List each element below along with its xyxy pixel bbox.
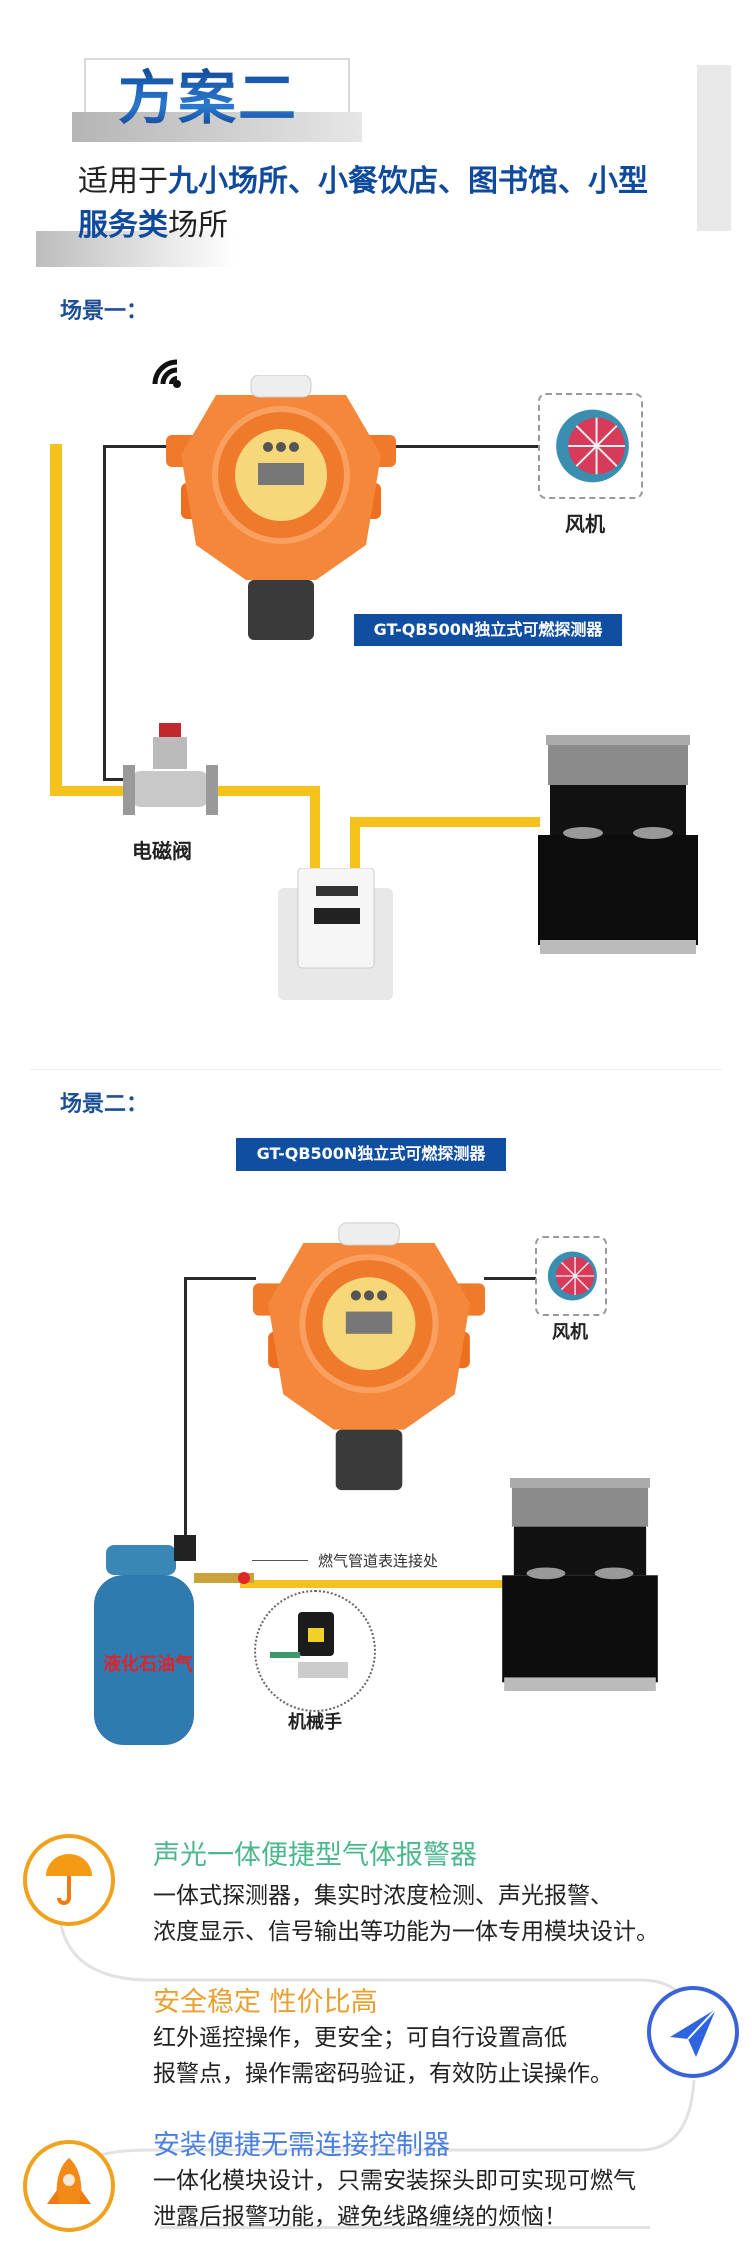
paper-plane-icon — [670, 2008, 717, 2057]
gas-pipe — [310, 786, 320, 876]
subtitle-highlight: 九小场所、小餐饮店、图书馆、小型 — [168, 164, 648, 199]
page-title: 方案二 — [118, 58, 298, 138]
rocket-icon — [47, 2158, 91, 2204]
feature-1-line1: 一体式探测器，集实时浓度检测、声光报警、 — [153, 1883, 613, 1909]
feature-1-line2: 浓度显示、信号输出等功能为一体专用模块设计。 — [153, 1919, 659, 1945]
feature-1-badge — [23, 1834, 115, 1926]
decor-bar-right — [697, 65, 731, 231]
feature-2-title: 安全稳定 性价比高 — [153, 1987, 378, 2018]
signal-wire — [184, 1277, 256, 1280]
decor-bar-left — [36, 231, 236, 267]
title-underbar — [72, 112, 362, 142]
lpg-cylinder-image — [94, 1535, 254, 1745]
subtitle-suffix: 场所 — [168, 208, 228, 243]
fan-icon — [556, 409, 629, 483]
feature-1-title: 声光一体便捷型气体报警器 — [153, 1840, 477, 1871]
stove-image — [502, 1478, 658, 1692]
feature-3-line1: 一体化模块设计，只需安装探头即可实现可燃气 — [153, 2168, 636, 2194]
feature-2-line1: 红外遥控操作，更安全；可自行设置高低 — [153, 2025, 567, 2051]
wifi-icon — [152, 359, 181, 388]
gas-pipe — [240, 1580, 505, 1588]
gas-meter-image — [278, 868, 393, 1000]
gas-pipe — [350, 817, 360, 877]
umbrella-icon — [46, 1854, 92, 1905]
manipulator-label: 机械手 — [288, 1712, 342, 1733]
scene2-label: 场景二： — [60, 1092, 149, 1117]
gas-pipe — [50, 444, 62, 796]
subtitle: 适用于九小场所、小餐饮店、图书馆、小型服务类场所 — [78, 160, 698, 248]
divider — [160, 2226, 650, 2229]
signal-wire — [103, 445, 168, 448]
solenoid-valve-image — [123, 723, 218, 815]
feature-3-badge — [23, 2140, 115, 2232]
feature-2-line2: 报警点，操作需密码验证，有效防止误操作。 — [153, 2061, 613, 2087]
signal-wire — [184, 1277, 187, 1535]
fan-label: 风机 — [552, 1322, 588, 1343]
subtitle-highlight-2: 服务类 — [78, 208, 168, 243]
cylinder-label: 液化石油气 — [103, 1654, 193, 1675]
stove-image — [538, 735, 698, 954]
subtitle-prefix: 适用于 — [78, 164, 168, 199]
leader-line — [252, 1560, 308, 1561]
gas-detector-image — [166, 375, 396, 640]
detector-banner: GT-QB500N独立式可燃探测器 — [354, 614, 622, 646]
manipulator-image — [270, 1612, 348, 1678]
scene1-label: 场景一： — [60, 299, 149, 324]
feature-3-line2: 泄露后报警功能，避免线路缠绕的烦恼！ — [153, 2204, 567, 2230]
fan-icon — [547, 1251, 597, 1301]
divider — [30, 1069, 722, 1070]
signal-wire — [103, 445, 106, 780]
detector-banner: GT-QB500N独立式可燃探测器 — [236, 1138, 506, 1171]
feature-2-badge — [647, 1986, 739, 2078]
fan-label: 风机 — [565, 512, 605, 536]
valve-label: 电磁阀 — [132, 839, 192, 863]
manipulator-circle — [254, 1590, 376, 1712]
pipe-joint-label: 燃气管道表连接处 — [318, 1552, 439, 1570]
fan-box — [538, 393, 643, 499]
signal-wire — [484, 1277, 536, 1280]
gas-detector-image — [253, 1222, 485, 1491]
fan-box — [535, 1236, 607, 1316]
gas-pipe — [350, 817, 540, 827]
feature-3-title: 安装便捷无需连接控制器 — [153, 2130, 450, 2161]
signal-wire — [393, 445, 540, 448]
